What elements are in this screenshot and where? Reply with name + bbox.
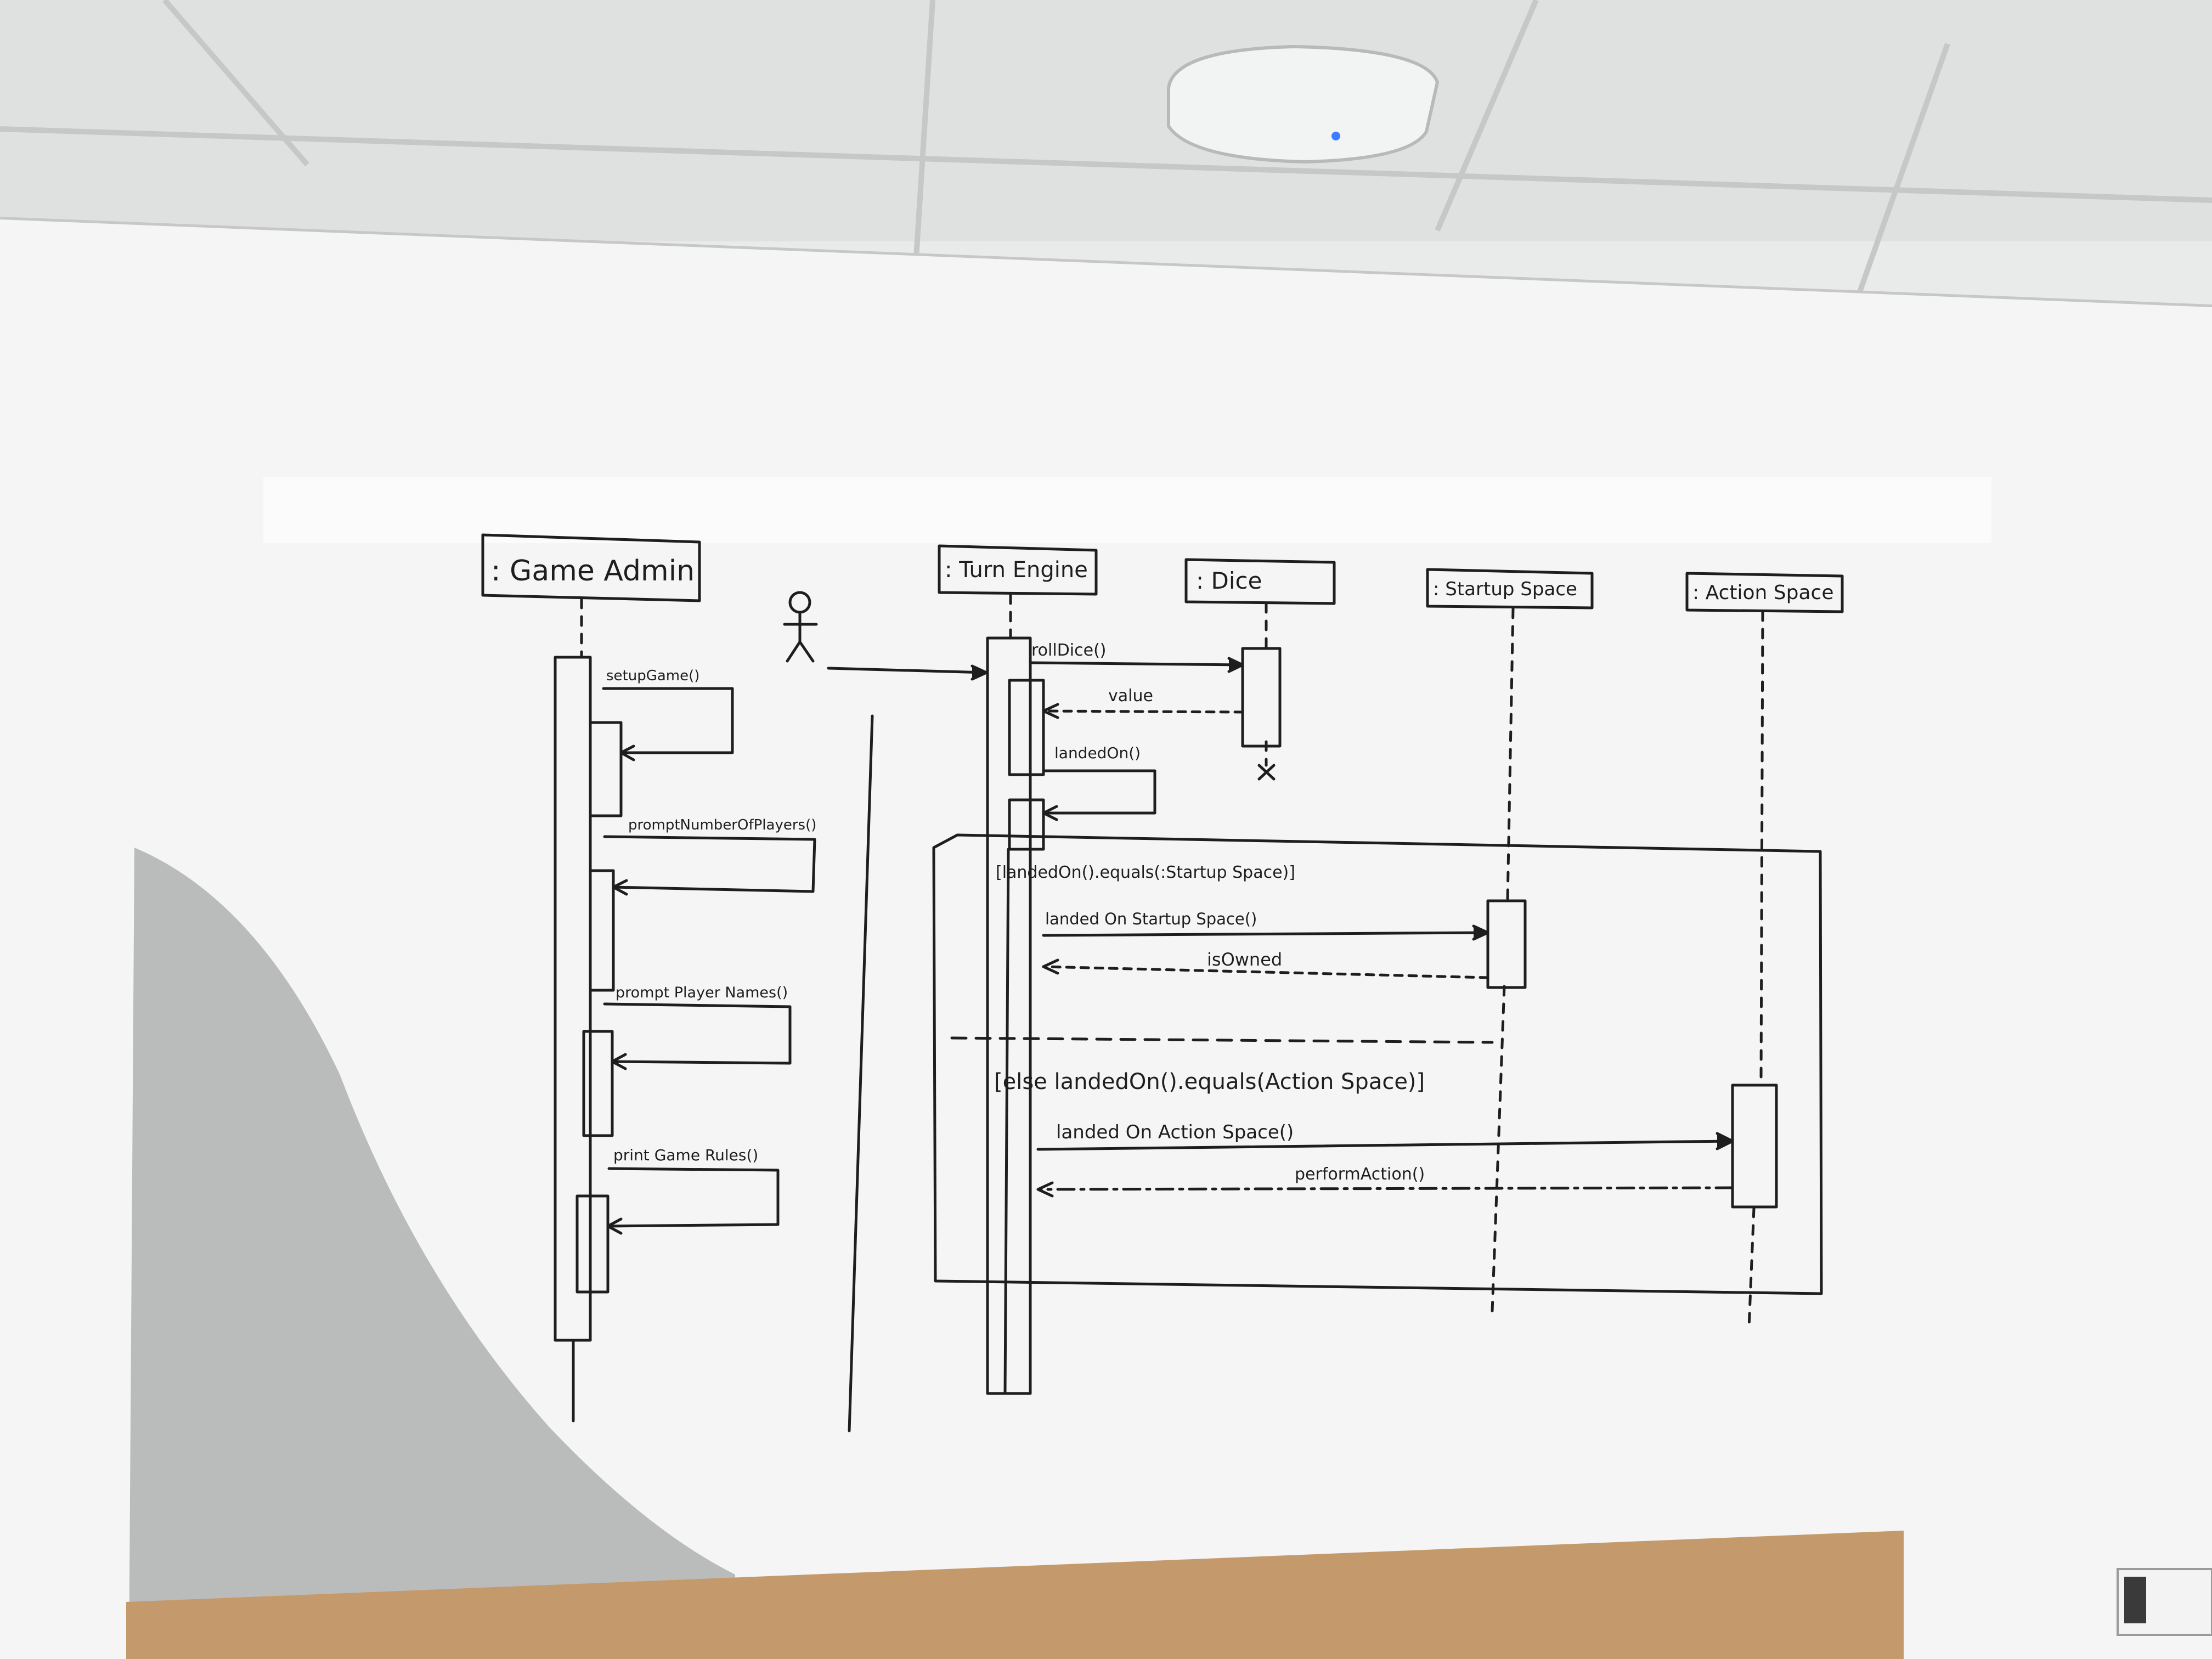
msg-is-owned-return [1042, 965, 1489, 979]
divider-line [848, 714, 874, 1432]
guard-action: [else landedOn().equals(Action Space)] [994, 1069, 1425, 1094]
participant-box-startup-space [1426, 568, 1594, 610]
activation-startup-space [1486, 899, 1527, 989]
alt-fragment [932, 833, 1823, 1295]
label-setup-game: setupGame() [606, 668, 699, 684]
actor-call-arrow [827, 667, 988, 674]
alt-separator [950, 1036, 1494, 1044]
wall-socket-icon [2117, 1568, 2212, 1636]
participant-label-dice: : Dice [1196, 567, 1262, 594]
label-landed-on: landedOn() [1054, 744, 1141, 762]
activation-action-space [1731, 1084, 1778, 1209]
msg-value-return [1042, 709, 1244, 714]
access-point-icon [1167, 44, 1440, 164]
participant-box-game-admin [481, 533, 701, 602]
msg-landed-on-startup [1042, 931, 1489, 937]
whiteboard [0, 219, 2212, 1659]
participant-box-turn-engine [938, 544, 1098, 596]
label-is-owned: isOwned [1207, 949, 1282, 970]
ceiling [0, 0, 2212, 241]
label-roll-dice: rollDice() [1031, 641, 1107, 660]
label-landed-on-startup: landed On Startup Space() [1045, 910, 1257, 928]
label-prompt-number: promptNumberOfPlayers() [628, 817, 816, 833]
actor-stick-figure [783, 591, 818, 663]
participant-box-action-space [1685, 572, 1844, 613]
msg-roll-dice [1029, 661, 1244, 667]
participant-label-game-admin: : Game Admin [491, 555, 695, 588]
participant-box-dice [1184, 558, 1336, 605]
label-landed-on-action: landed On Action Space() [1056, 1121, 1294, 1143]
msg-prompt-number [603, 835, 816, 893]
msg-print-rules [606, 1167, 780, 1228]
msg-landed-on [1042, 769, 1156, 815]
metal-patch [129, 848, 735, 1659]
dice-destroy-x [1257, 764, 1276, 781]
ceiling-grid [0, 0, 2212, 310]
msg-perform-action-return [1036, 1186, 1734, 1191]
glare [263, 477, 1991, 543]
msg-landed-on-action [1036, 1139, 1734, 1151]
participant-label-action-space: : Action Space [1692, 582, 1833, 604]
activation-dice [1241, 647, 1282, 748]
participant-label-startup-space: : Startup Space [1433, 578, 1577, 600]
lifelines [580, 593, 1764, 1329]
participant-label-turn-engine: : Turn Engine [945, 557, 1088, 583]
msg-prompt-names [603, 1002, 792, 1065]
activation-turn-engine [986, 636, 1032, 1395]
desk-edge [126, 1531, 1904, 1659]
label-prompt-names: prompt Player Names() [616, 984, 788, 1001]
label-perform-action: performAction() [1295, 1165, 1425, 1184]
msg-setup-game [602, 687, 734, 754]
guard-startup: [landedOn().equals(:Startup Space)] [996, 863, 1295, 882]
label-print-rules: print Game Rules() [613, 1146, 758, 1164]
label-value: value [1108, 686, 1153, 706]
